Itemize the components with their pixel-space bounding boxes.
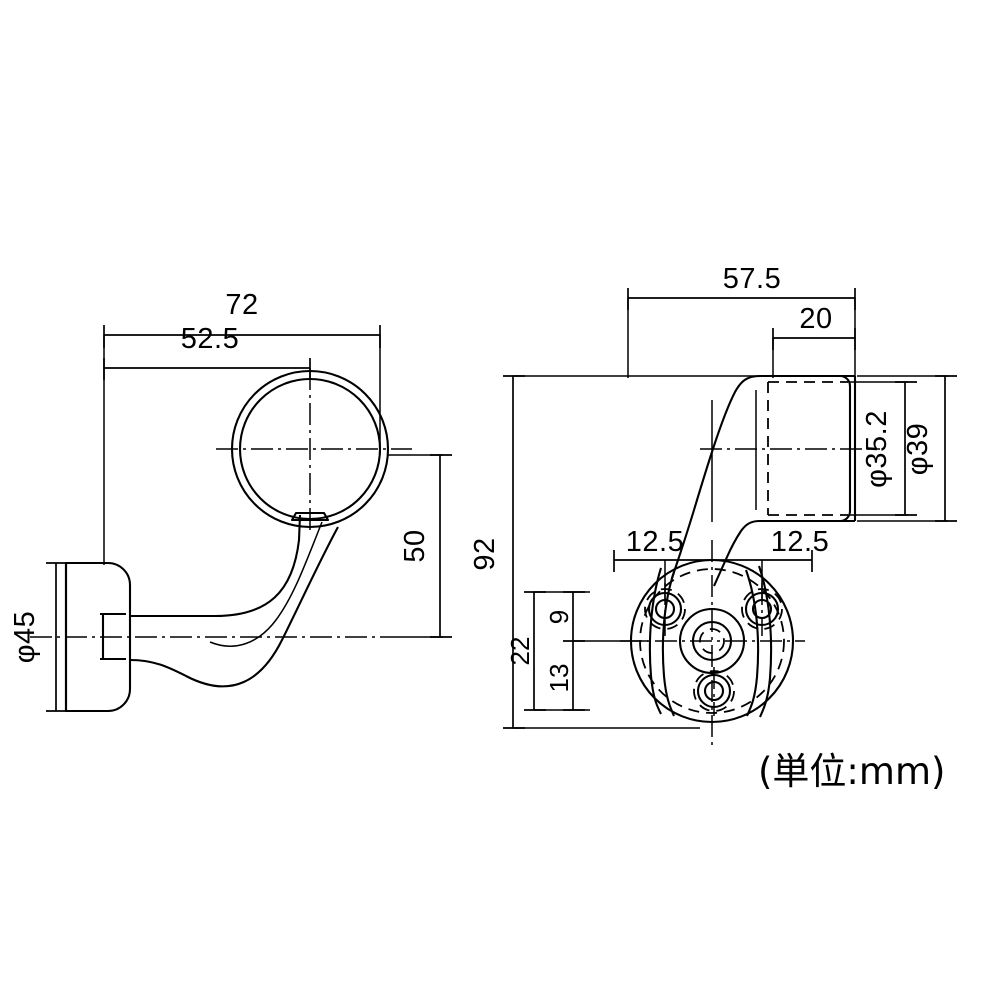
dim-12-5-left: 12.5 [613,526,712,600]
dim-phi-45: φ45 [9,562,68,712]
bracket-arm-inner-curve [209,521,323,647]
dim-phi-35-2: φ35.2 [850,381,917,516]
dim-label-20: 20 [799,303,832,335]
dim-label-50: 50 [399,529,431,562]
side-view-centerlines [30,368,412,638]
dim-label-72: 72 [225,289,258,321]
side-elevation-view: 72 52.5 50 φ45 [9,289,452,713]
dim-label-9: 9 [544,610,574,624]
dim-72: 72 [103,289,381,565]
dim-12-5-right: 12.5 [712,526,829,600]
dim-label-phi-39: φ39 [902,423,934,476]
dim-label-22: 22 [505,637,535,666]
front-plan-view: 57.5 20 φ35.2 φ39 [469,263,957,745]
dim-20: 20 [772,303,856,378]
dim-label-52-5: 52.5 [181,323,239,355]
dim-label-12-5-right: 12.5 [771,526,829,558]
dim-label-phi-35-2: φ35.2 [861,410,893,488]
bracket-neck-profile [671,374,761,587]
dim-92: 92 [469,375,768,729]
dim-phi-39: φ39 [857,375,957,522]
dim-label-12-5-left: 12.5 [626,526,684,558]
dim-label-phi-45: φ45 [9,611,41,664]
bracket-arm-profile [129,514,339,688]
dim-label-57-5: 57.5 [723,263,781,295]
dim-52-5: 52.5 [103,323,311,380]
dim-stack-22-9-13: 22 9 13 [505,591,648,711]
base-plate-profile [64,561,132,713]
dim-label-92: 92 [469,537,501,570]
dim-label-13: 13 [544,664,574,693]
base-plate-key-marks [100,612,126,661]
ring-bottom-notch [290,511,330,522]
dim-50: 50 [388,454,452,638]
pipe-saddle-block [700,374,880,523]
unit-note: (単位:mm) [758,750,945,793]
mounting-flange [620,540,805,745]
